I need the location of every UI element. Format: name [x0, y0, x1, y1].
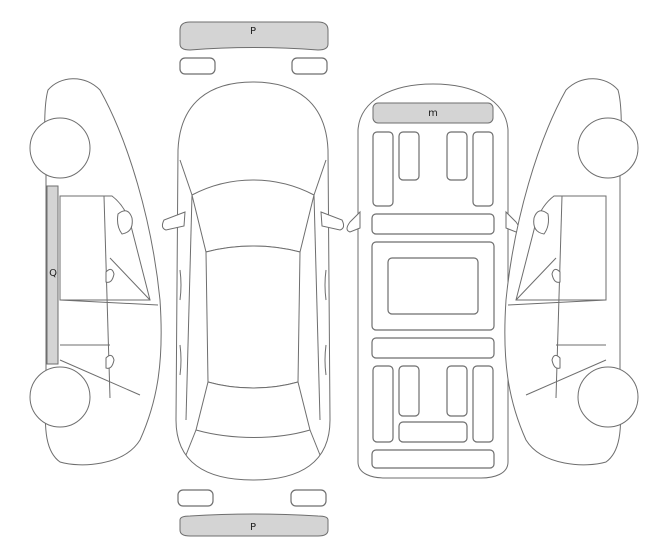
roof-top-view[interactable] — [205, 245, 301, 389]
left-mirror-interior[interactable] — [346, 210, 361, 233]
dash-panel[interactable] — [371, 213, 495, 235]
front-left-seat-back[interactable] — [372, 131, 394, 207]
roof-panel-label: m — [428, 108, 438, 119]
windshield[interactable] — [191, 179, 315, 253]
front-right-seat-back[interactable] — [472, 131, 494, 207]
right-side-mirror[interactable] — [533, 210, 549, 235]
right-mirror-top[interactable] — [320, 211, 345, 231]
rear-left-seat[interactable] — [398, 365, 420, 417]
rear-bench-panel[interactable] — [371, 337, 495, 359]
rear-right-light[interactable] — [290, 489, 327, 507]
trunk-panel[interactable] — [371, 449, 495, 469]
left-sill-label: Q — [49, 268, 57, 279]
right-rear-wheel[interactable] — [577, 366, 639, 428]
rear-window[interactable] — [195, 381, 311, 438]
front-left-light[interactable] — [179, 57, 216, 75]
front-left-seat[interactable] — [398, 131, 420, 181]
left-front-wheel[interactable] — [29, 117, 91, 179]
front-right-light[interactable] — [291, 57, 328, 75]
rear-right-seat[interactable] — [446, 365, 468, 417]
top-view-interior: m — [346, 83, 520, 479]
rear-bumper-group: P — [177, 489, 329, 537]
left-sill-panel[interactable] — [46, 185, 59, 365]
front-right-seat[interactable] — [446, 131, 468, 181]
right-rear-handle[interactable] — [551, 354, 561, 369]
rear-right-seat-back[interactable] — [472, 365, 494, 443]
right-side-view — [504, 78, 639, 466]
top-view-exterior — [161, 81, 345, 481]
left-front-handle[interactable] — [105, 268, 115, 283]
rear-bumper-label: P — [250, 522, 256, 533]
left-rear-wheel[interactable] — [29, 366, 91, 428]
front-bumper-label: P — [250, 26, 256, 37]
left-mirror-top[interactable] — [161, 211, 186, 231]
right-front-handle[interactable] — [551, 268, 561, 283]
front-bumper-group: P — [179, 21, 329, 75]
center-console[interactable] — [387, 257, 479, 315]
rear-left-seat-back[interactable] — [372, 365, 394, 443]
left-side-view: Q — [29, 78, 162, 466]
left-rear-handle[interactable] — [105, 354, 115, 369]
right-front-wheel[interactable] — [577, 117, 639, 179]
rear-console[interactable] — [398, 421, 468, 443]
roof-panel[interactable] — [372, 102, 494, 124]
front-bumper-panel[interactable] — [179, 21, 329, 51]
left-side-mirror[interactable] — [117, 210, 133, 235]
rear-bumper-panel[interactable] — [179, 513, 329, 537]
rear-left-light[interactable] — [177, 489, 214, 507]
